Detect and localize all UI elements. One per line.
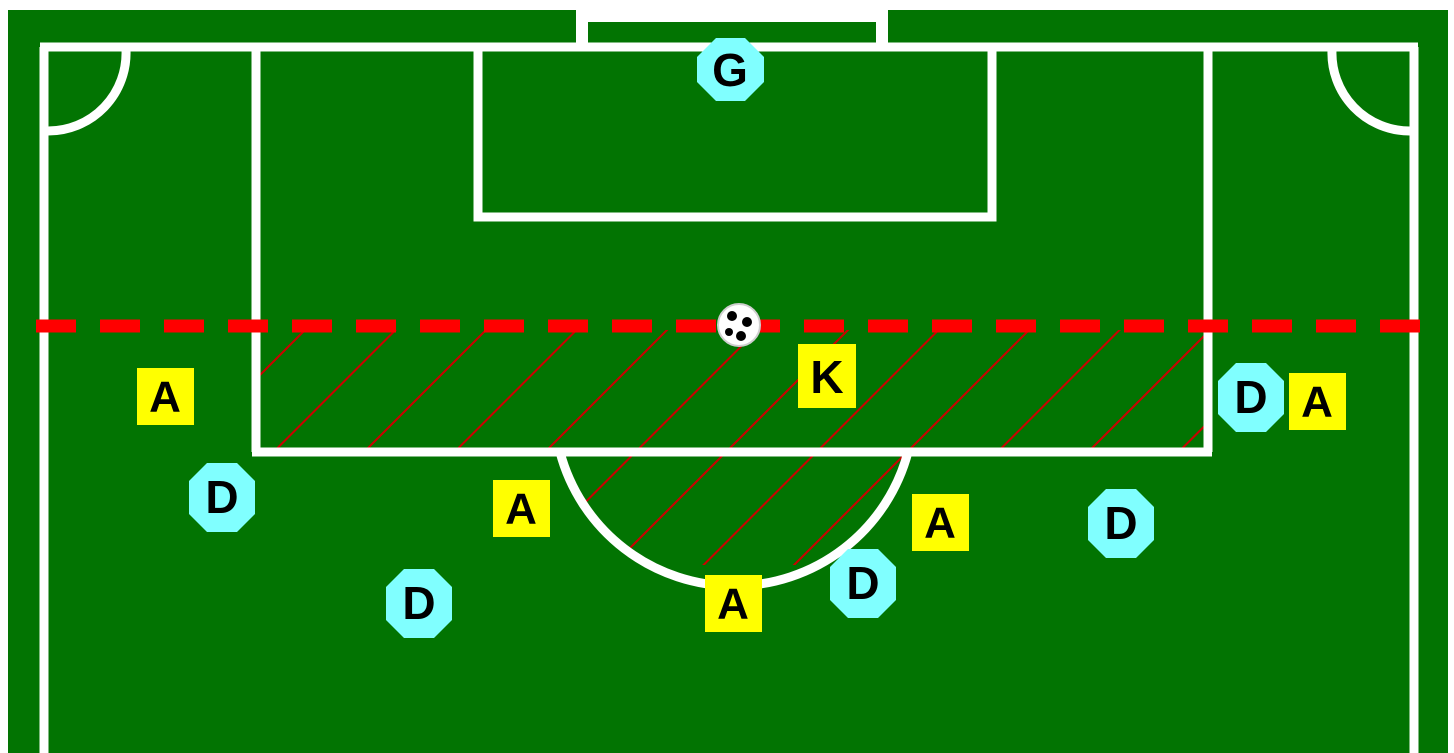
defender-marker: D bbox=[1218, 363, 1284, 432]
attacker-marker: A bbox=[1289, 373, 1346, 430]
penalty-area bbox=[251, 47, 1213, 457]
attacker-marker: A bbox=[493, 480, 550, 537]
kicker-marker: K bbox=[798, 344, 856, 408]
corner-arc-left bbox=[47, 49, 131, 136]
attacker-label: A bbox=[1301, 378, 1333, 427]
attacker-label: A bbox=[924, 499, 956, 548]
defender-label: D bbox=[1234, 371, 1267, 423]
defender-marker: D bbox=[830, 549, 896, 618]
attacker-marker: A bbox=[912, 494, 969, 551]
defender-marker: D bbox=[189, 463, 255, 532]
defender-label: D bbox=[846, 557, 879, 609]
defender-label: D bbox=[205, 471, 238, 523]
corner-arc-right bbox=[1327, 49, 1411, 136]
attacker-marker: A bbox=[137, 368, 194, 425]
attacker-label: A bbox=[149, 373, 181, 422]
attacker-marker: A bbox=[705, 575, 762, 632]
defender-label: D bbox=[1104, 497, 1137, 549]
attacker-label: A bbox=[505, 485, 537, 534]
defender-marker: D bbox=[1088, 489, 1154, 558]
defender-label: D bbox=[402, 577, 435, 629]
goalkeeper-label: G bbox=[712, 44, 748, 96]
soccer-ball-icon bbox=[717, 303, 761, 347]
attacker-label: A bbox=[717, 580, 749, 629]
goalkeeper-marker: G bbox=[697, 38, 764, 101]
kicker-label: K bbox=[810, 351, 843, 403]
defender-marker: D bbox=[386, 569, 452, 638]
